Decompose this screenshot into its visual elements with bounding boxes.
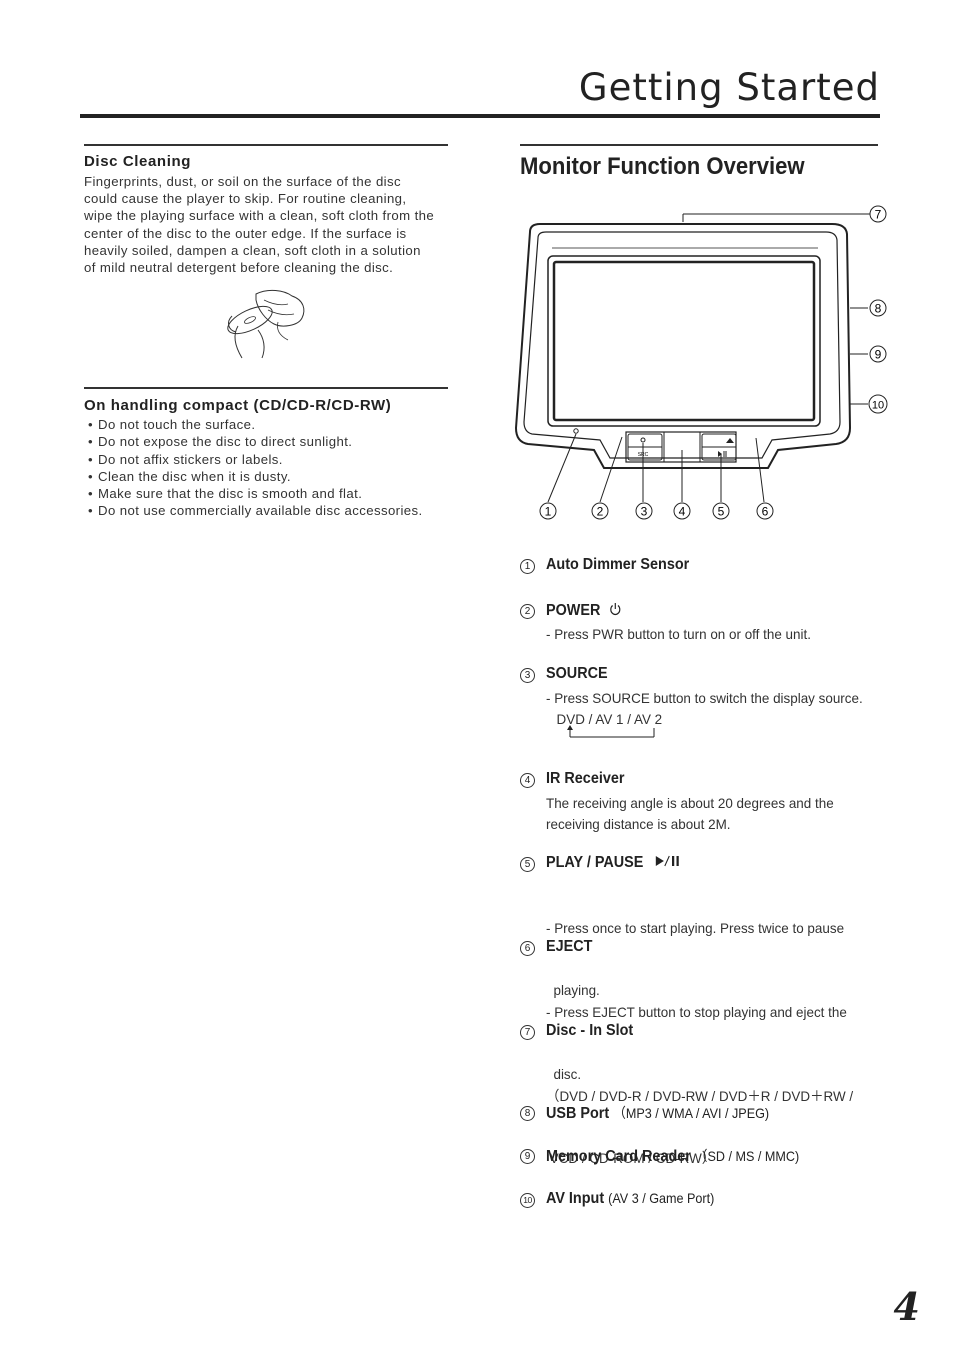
eject-button xyxy=(726,438,734,443)
callout-10: 10 xyxy=(872,400,884,412)
callout-5: 5 xyxy=(718,505,725,519)
section-divider xyxy=(520,144,878,146)
desc-line: - Press EJECT button to stop playing and… xyxy=(546,1004,847,1020)
monitor-housing xyxy=(514,223,852,469)
item-title: USB Port xyxy=(546,1105,610,1122)
item-number: 9 xyxy=(520,1149,535,1164)
callout-2: 2 xyxy=(597,505,604,519)
item-number: 4 xyxy=(520,773,535,788)
item-desc: - Press once to start playing. Press twi… xyxy=(546,877,903,1041)
item-title-wrap: AV Input (AV 3 / Game Port) xyxy=(546,1190,714,1208)
item-note: (AV 3 / Game Port) xyxy=(608,1190,715,1206)
item-number: 6 xyxy=(520,941,535,956)
item-title: Disc - In Slot xyxy=(546,1022,634,1039)
power-icon xyxy=(610,603,621,616)
disc-cleaning-heading: Disc Cleaning xyxy=(84,153,191,170)
item-title: Auto Dimmer Sensor xyxy=(546,556,690,573)
callout-9: 9 xyxy=(875,348,882,362)
callout-3: 3 xyxy=(641,505,648,519)
desc-line: VCD / CD-ROM / CD-RW） xyxy=(546,1149,716,1166)
desc-line: （DVD / DVD-R / DVD-RW / DVD＋R / DVD＋RW / xyxy=(546,1088,854,1104)
item-title: SOURCE xyxy=(546,665,608,682)
item-title: POWER xyxy=(546,602,601,619)
handling-list: Do not touch the surface. Do not expose … xyxy=(84,416,423,520)
desc-line: The receiving angle is about 20 degrees … xyxy=(546,795,834,811)
power-button xyxy=(640,437,646,443)
text-line: Fingerprints, dust, or soil on the surfa… xyxy=(84,174,401,189)
callout-6: 6 xyxy=(762,505,769,519)
item-title: AV Input xyxy=(546,1190,605,1207)
list-item: Make sure that the disc is smooth and fl… xyxy=(84,485,423,502)
item-number: 3 xyxy=(520,668,535,683)
item-number: 10 xyxy=(520,1193,535,1208)
section-divider xyxy=(84,144,448,146)
handling-heading: On handling compact (CD/CD-R/CD-RW) xyxy=(84,397,392,414)
page-number: 4 xyxy=(893,1284,920,1329)
callout-8: 8 xyxy=(875,302,882,316)
screen-bezel xyxy=(547,255,821,427)
text-line: of mild neutral detergent before cleanin… xyxy=(84,260,394,276)
page-title: Getting Started xyxy=(578,66,880,109)
item-desc: - Press PWR button to turn on or off the… xyxy=(546,626,811,642)
section-divider xyxy=(84,387,448,389)
callout-1: 1 xyxy=(545,505,552,519)
desc-line: receiving distance is about 2M. xyxy=(546,815,731,832)
list-item: Do not touch the surface. xyxy=(84,416,423,433)
text-line: could cause the player to skip. For rout… xyxy=(84,191,407,207)
disc-cleaning-text: Fingerprints, dust, or soil on the surfa… xyxy=(84,173,434,276)
item-title-wrap: Memory Card Reader （SD / MS / MMC) xyxy=(546,1146,799,1166)
callout-4: 4 xyxy=(679,505,686,519)
item-note: （SD / MS / MMC) xyxy=(694,1148,800,1164)
title-rule xyxy=(80,114,880,118)
text-line: center of the disc to the outer edge. If… xyxy=(84,225,407,241)
item-title-wrap: POWER xyxy=(546,601,622,620)
item-number: 8 xyxy=(520,1106,535,1121)
desc-line: - Press once to start playing. Press twi… xyxy=(546,920,845,936)
item-title: EJECT xyxy=(546,938,593,955)
item-number: 5 xyxy=(520,857,535,872)
text-line: wipe the playing surface with a clean, s… xyxy=(84,208,435,224)
source-cycle-arrow xyxy=(567,725,655,738)
item-title-wrap: USB Port （MP3 / WMA / AVI / JPEG) xyxy=(546,1103,769,1123)
text-line: heavily soiled, dampen a clean, soft clo… xyxy=(84,242,421,258)
list-item: Do not affix stickers or labels. xyxy=(84,451,423,468)
desc-line: disc. xyxy=(546,1065,582,1082)
list-item: Clean the disc when it is dusty. xyxy=(84,468,423,485)
disc-cleaning-illustration xyxy=(227,289,305,359)
item-title: PLAY / PAUSE xyxy=(546,854,644,871)
screen xyxy=(552,260,816,422)
list-item: Do not expose the disc to direct sunligh… xyxy=(84,433,423,450)
item-number: 7 xyxy=(520,1025,535,1040)
item-title: Memory Card Reader xyxy=(546,1148,691,1165)
item-title-wrap: PLAY / PAUSE xyxy=(546,854,683,872)
item-desc: （DVD / DVD-R / DVD-RW / DVD＋R / DVD＋RW /… xyxy=(546,1045,903,1209)
desc-line: playing. xyxy=(546,981,600,998)
item-desc: - Press SOURCE button to switch the disp… xyxy=(546,688,903,729)
list-item: Do not use commercially available disc a… xyxy=(84,502,423,519)
source-cycle: DVD / AV 1 / AV 2 xyxy=(556,710,663,727)
item-desc: The receiving angle is about 20 degrees … xyxy=(546,793,903,834)
play-pause-button xyxy=(718,451,722,457)
item-number: 2 xyxy=(520,604,535,619)
overview-heading: Monitor Function Overview xyxy=(520,153,805,180)
item-note: （MP3 / WMA / AVI / JPEG) xyxy=(613,1105,770,1121)
item-number: 1 xyxy=(520,559,535,574)
play-pause-icon xyxy=(655,855,679,867)
monitor-diagram: SRC 1 2 3 4 5 6 7 8 9 10 xyxy=(514,205,888,520)
desc-line: - Press SOURCE button to switch the disp… xyxy=(546,690,863,706)
item-title: IR Receiver xyxy=(546,770,625,787)
callout-7: 7 xyxy=(875,208,882,222)
item-desc: - Press EJECT button to stop playing and… xyxy=(546,961,903,1125)
dimmer-sensor xyxy=(573,428,579,434)
